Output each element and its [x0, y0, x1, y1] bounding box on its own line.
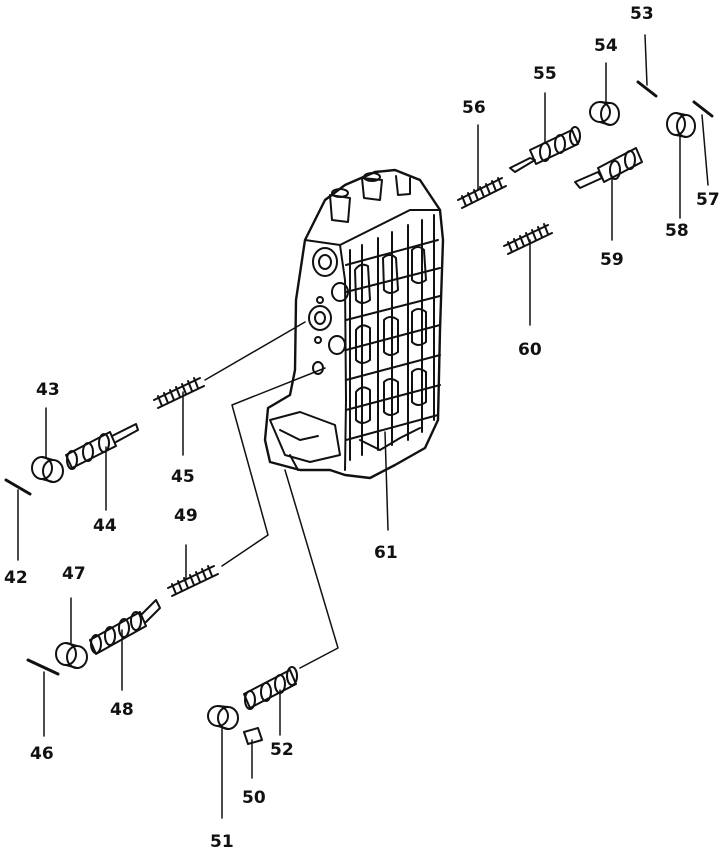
key-50	[243, 727, 263, 745]
ring-47	[55, 642, 88, 669]
valve-body-61	[263, 168, 445, 480]
ring-54	[589, 101, 620, 126]
label-48: 48	[110, 700, 134, 720]
label-46: 46	[30, 744, 54, 764]
spool-55	[509, 126, 581, 173]
leader-53	[644, 34, 648, 86]
label-58: 58	[665, 221, 689, 241]
spool-48	[89, 599, 161, 655]
plug-51	[207, 705, 239, 730]
label-61: 61	[374, 543, 398, 563]
ring-43	[31, 456, 64, 483]
pin-46	[26, 658, 60, 676]
label-59: 59	[600, 250, 624, 270]
spool-52	[243, 666, 298, 710]
pin-57	[692, 100, 714, 118]
label-43: 43	[36, 380, 60, 400]
ring-58	[666, 112, 696, 138]
spring-56	[457, 177, 507, 209]
label-60: 60	[518, 340, 542, 360]
pin-42	[4, 478, 32, 496]
spring-60	[503, 223, 553, 255]
label-49: 49	[174, 506, 198, 526]
label-57: 57	[696, 190, 720, 210]
leader-57	[701, 114, 709, 186]
pin-53	[636, 80, 658, 98]
spool-44	[65, 423, 139, 470]
leader-61	[384, 431, 389, 531]
spring-45	[153, 377, 205, 409]
label-51: 51	[210, 832, 234, 852]
leader-45-to-body	[204, 321, 306, 381]
label-42: 42	[4, 568, 28, 588]
label-56: 56	[462, 98, 486, 118]
spring-49	[167, 565, 219, 597]
spool-59	[574, 147, 643, 189]
label-55: 55	[533, 64, 557, 84]
label-44: 44	[93, 516, 117, 536]
label-53: 53	[630, 4, 654, 24]
label-50: 50	[242, 788, 266, 808]
leader-52-to-body	[284, 469, 339, 669]
label-54: 54	[594, 36, 618, 56]
label-47: 47	[62, 564, 86, 584]
leader-49-to-body	[221, 367, 326, 567]
label-52: 52	[270, 740, 294, 760]
label-45: 45	[171, 467, 195, 487]
